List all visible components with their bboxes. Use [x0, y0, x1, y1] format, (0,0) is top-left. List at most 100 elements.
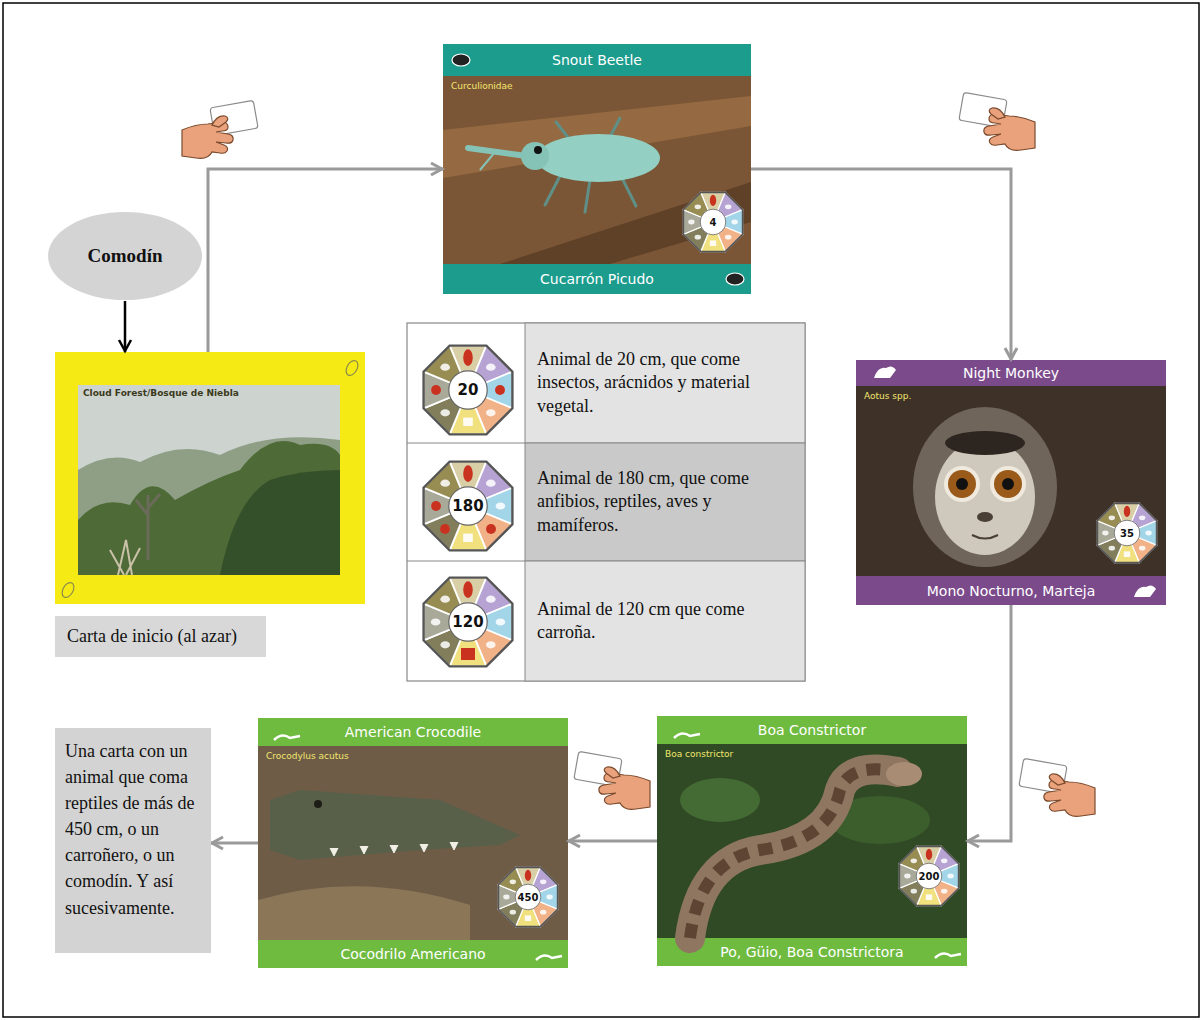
badge-number: 180: [452, 497, 483, 515]
photo-title: Cloud Forest/Bosque de Niebla: [83, 388, 239, 398]
box-text: Una carta con un animal que coma reptile…: [65, 738, 201, 921]
label-slot: 120: [448, 610, 488, 634]
text-slot: Boa Constrictor: [657, 716, 967, 744]
monkey-eye: [944, 466, 980, 502]
badge-octagon: [1097, 503, 1156, 562]
text-slot: Curculionidae: [451, 79, 631, 92]
mud: [258, 886, 470, 940]
diet-highlight: [461, 648, 475, 660]
monkey-nose: [977, 512, 993, 522]
text-slot: Aotus spp.: [864, 389, 1044, 402]
flow-arrow: [751, 169, 1011, 360]
croc-photo: [258, 746, 568, 940]
beetle-icon: [726, 273, 744, 285]
table-rule: [407, 443, 525, 444]
leaf-icon: [60, 581, 77, 600]
hand-with-card: [574, 751, 650, 809]
reptile-icon: [674, 733, 700, 738]
beetle-eye: [534, 146, 542, 154]
diet-highlight: [495, 385, 505, 395]
text-slot: Night Monkey: [856, 360, 1166, 386]
badge-number: 20: [458, 381, 479, 399]
label-slot: 20: [448, 378, 488, 402]
badge-octagon: [683, 192, 742, 251]
text-slot: Cucarrón Picudo: [443, 264, 751, 294]
text-slot: Cocodrilo Americano: [258, 940, 568, 968]
croc-head: [270, 790, 520, 860]
box-text: Carta de inicio (al azar): [67, 623, 254, 649]
wildcard-ellipse: Comodín: [47, 211, 203, 301]
wildcard-label: Comodín: [88, 245, 163, 267]
beetle-antenna: [480, 152, 495, 170]
diet-highlight: [486, 524, 496, 534]
boa-card-ground: [657, 716, 967, 966]
start-card-ground: [55, 352, 365, 604]
ellipse-shape: [48, 212, 202, 300]
diet-highlight: [431, 501, 441, 511]
badge-octagon: [424, 578, 513, 667]
flow-arrow: [568, 840, 657, 843]
leaf-icon: [344, 359, 361, 378]
text-slot: Po, Güio, Boa Constrictora: [657, 938, 967, 966]
species-card: Night MonkeyAotus spp. 35Mono Nocturno, M…: [856, 360, 1166, 605]
text-slot: 4: [693, 213, 733, 231]
text-slot: 450: [508, 888, 548, 906]
card-footer: Cucarrón Picudo: [540, 271, 654, 287]
beetle-card-ground: [443, 44, 751, 294]
card-title: Snout Beetle: [552, 52, 642, 68]
monkey-icon: [1134, 585, 1156, 597]
croc-card-ground: [258, 718, 568, 968]
badge-number: 200: [919, 871, 940, 882]
badge-number: 450: [518, 892, 539, 903]
card-footer: Po, Güio, Boa Constrictora: [720, 944, 903, 960]
badge-octagon: [899, 846, 958, 905]
text-slot: American Crocodile: [258, 718, 568, 746]
monkey-card-ground: [856, 360, 1166, 605]
text-slot: 200: [909, 867, 949, 885]
card-footer: Cocodrilo Americano: [340, 946, 485, 962]
monkey-face: [935, 439, 1035, 555]
flow-arrow: [208, 169, 443, 352]
table-cell: Animal de 180 cm, que come anfibios, rep…: [537, 467, 795, 537]
beetle-body: [536, 134, 660, 182]
foliage: [680, 778, 760, 822]
caption-box: Carta de inicio (al azar): [55, 616, 266, 657]
hand-with-card: [1019, 758, 1095, 816]
species-card: American CrocodileCrocodylus acutus450Co…: [258, 718, 568, 968]
snake-pattern: [690, 769, 898, 938]
text-slot: 35: [1107, 524, 1147, 542]
hand-with-card: [182, 100, 258, 158]
badge-number: 35: [1120, 528, 1134, 539]
latin-name: Curculionidae: [451, 81, 513, 91]
card-title: Night Monkey: [963, 365, 1059, 381]
monkey-photo: [856, 386, 1166, 576]
label-slot: 180: [448, 494, 488, 518]
boa-photo: [657, 744, 967, 938]
leaf-texture: [500, 182, 751, 264]
beetle-icon: [452, 54, 470, 66]
monkey-mouth: [972, 535, 998, 539]
diet-highlight: [431, 385, 441, 395]
monkey-icon: [874, 366, 896, 378]
forest-photo: [78, 385, 340, 575]
croc-teeth: [330, 842, 458, 856]
monkey-pupil: [1002, 478, 1014, 490]
text-slot: Mono Nocturno, Marteja: [856, 576, 1166, 605]
label-slot: Animal de 20 cm, que come insectos, arác…: [531, 323, 801, 443]
species-card: Snout BeetleCurculionidae 4Cucarrón Picud…: [443, 44, 751, 294]
badge-octagon: [498, 867, 557, 926]
card-title: Boa Constrictor: [758, 722, 866, 738]
monkey-fur: [913, 407, 1057, 567]
flow-arrow: [211, 842, 258, 845]
badge-octagon: [424, 462, 513, 551]
table-rule: [407, 561, 525, 562]
table-cell: [525, 443, 805, 561]
card-title: American Crocodile: [345, 724, 481, 740]
hand-with-card: [959, 92, 1035, 150]
latin-name: Boa constrictor: [665, 749, 733, 759]
table-cell: Animal de 120 cm que come carroña.: [537, 598, 795, 645]
label-slot: Animal de 180 cm, que come anfibios, rep…: [531, 443, 801, 561]
flow-arrow: [124, 301, 127, 352]
reptile-icon: [536, 955, 562, 960]
badge-octagon: [424, 346, 513, 435]
